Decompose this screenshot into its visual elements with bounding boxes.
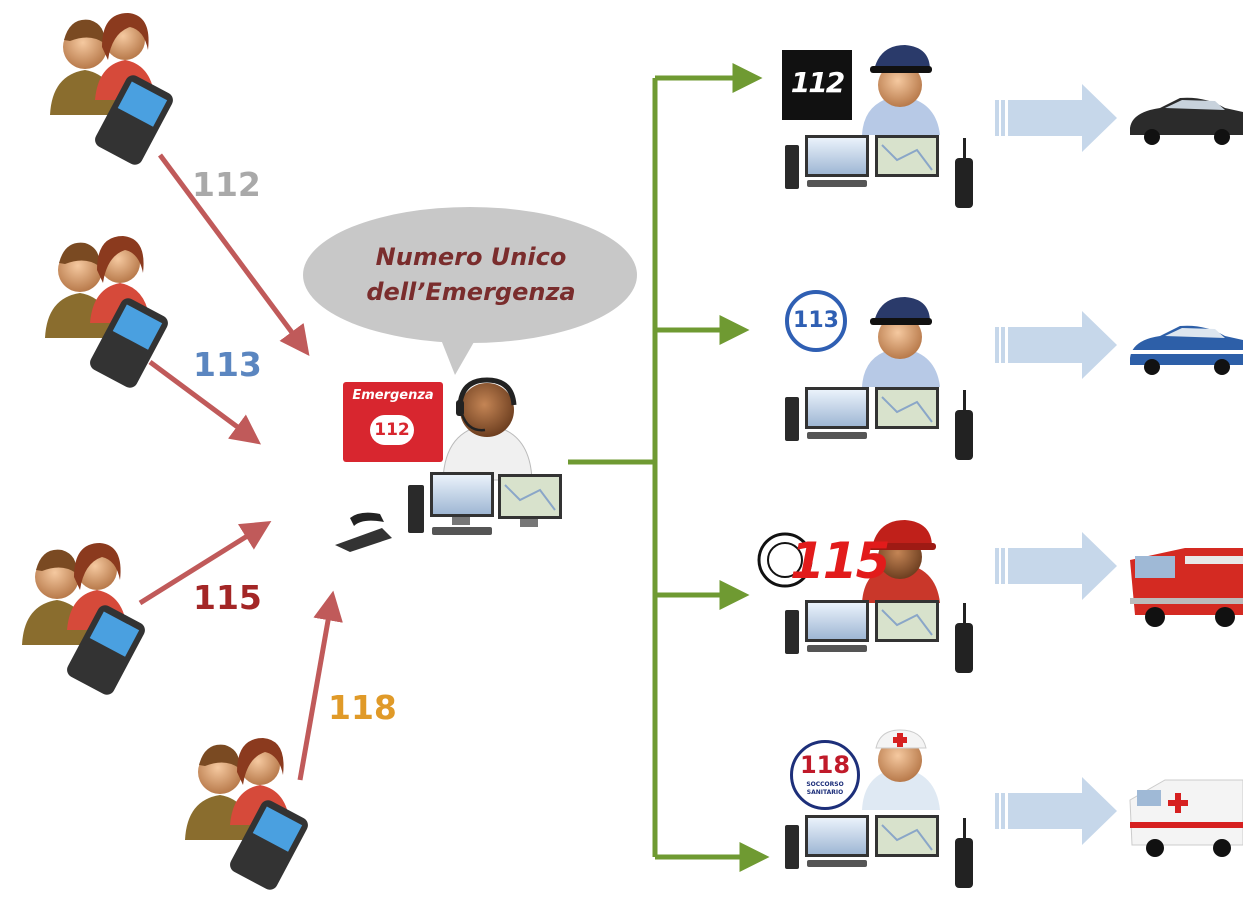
outgoing-arrow-113	[995, 311, 1117, 379]
station-118	[785, 729, 973, 888]
logo-118: 118 SOCCORSO SANITARIO	[790, 740, 860, 810]
emergenza-112-badge: Emergenza 112	[343, 382, 443, 462]
station-112	[785, 45, 973, 208]
incoming-arrow-113	[148, 359, 262, 445]
station-115	[785, 520, 973, 673]
caller-group-2	[45, 236, 168, 388]
speech-bubble-line-2: dell’Emergenza	[366, 278, 576, 306]
logo-112-text: 112	[790, 66, 845, 99]
caller-number-115: 115	[193, 578, 262, 617]
badge-number: 112	[370, 415, 414, 445]
outgoing-arrow-115	[995, 532, 1117, 600]
central-operator	[442, 377, 533, 481]
incoming-arrow-112	[157, 153, 310, 357]
caller-number-113: 113	[193, 345, 262, 384]
logo-118-subtext: SOCCORSO SANITARIO	[806, 781, 844, 796]
speech-bubble-text: Numero Unico dell’Emergenza	[330, 240, 612, 310]
logo-113: 113	[785, 290, 847, 352]
fire-truck-icon	[1130, 548, 1243, 627]
outgoing-arrow-118	[995, 777, 1117, 845]
ambulance-icon	[1129, 779, 1243, 857]
outgoing-arrow-112	[995, 84, 1117, 152]
station-113	[785, 297, 973, 460]
badge-title: Emergenza	[352, 388, 434, 403]
caller-group-4	[185, 738, 308, 890]
logo-118-number: 118	[799, 751, 851, 779]
logo-112: 112	[782, 50, 852, 120]
caller-group-3	[22, 543, 145, 695]
incoming-arrow-118	[297, 590, 343, 781]
logo-113-text: 113	[793, 308, 839, 333]
caller-group-1	[50, 13, 173, 165]
carabinieri-car-icon	[1130, 97, 1243, 145]
speech-bubble	[303, 207, 637, 375]
caller-number-112: 112	[192, 165, 261, 204]
police-car-icon	[1130, 325, 1243, 375]
speech-bubble-line-1: Numero Unico	[375, 243, 567, 271]
fire-brigade-ring-icon	[757, 532, 813, 588]
central-workstation	[408, 472, 562, 535]
desk-phone-icon	[335, 512, 392, 552]
logo-115: 115	[760, 530, 890, 590]
logo-115-text: 115	[790, 532, 890, 590]
incoming-arrow-115	[138, 521, 272, 606]
caller-number-118: 118	[328, 688, 397, 727]
